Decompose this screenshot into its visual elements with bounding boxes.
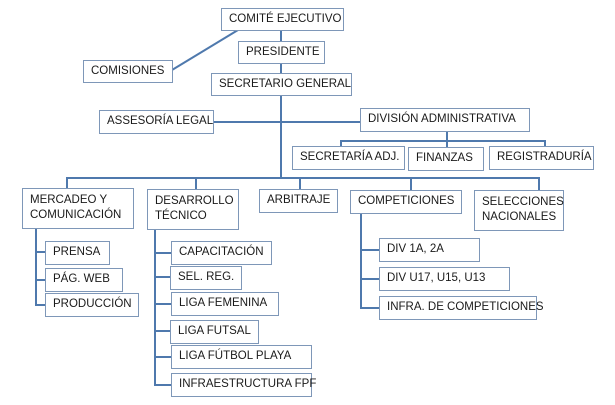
node-comisiones: COMISIONES — [83, 60, 173, 83]
node-selecciones-nacionales: SELECCIONES NACIONALES — [474, 190, 564, 231]
connector-level2-bus — [66, 177, 540, 190]
node-asesoria-legal: ASSESORÍA LEGAL — [99, 110, 214, 134]
node-competiciones: COMPETICIONES — [350, 190, 462, 214]
node-produccion: PRODUCCIÓN — [45, 293, 139, 317]
node-mercadeo-comunicacion: MERCADEO Y COMUNICACIÓN — [22, 188, 134, 229]
connector-comite-comisiones — [171, 29, 239, 71]
node-liga-futbol-playa: LIGA FÚTBOL PLAYA — [171, 345, 312, 369]
node-registraduria: REGISTRADURÍA — [489, 146, 594, 170]
connector-desarrollo-children — [154, 229, 172, 386]
node-desarrollo-tecnico: DESARROLLO TÉCNICO — [147, 189, 239, 230]
node-presidente: PRESIDENTE — [238, 41, 325, 64]
node-prensa: PRENSA — [45, 241, 110, 265]
node-division-administrativa: DIVISIÓN ADMINISTRATIVA — [360, 108, 530, 132]
node-liga-femenina: LIGA FEMENINA — [171, 292, 279, 316]
node-pag-web: PÁG. WEB — [45, 268, 123, 292]
connector-competiciones-children — [360, 214, 380, 309]
node-finanzas: FINANZAS — [408, 147, 484, 171]
node-secretaria-adj: SECRETARÍA ADJ. — [292, 146, 405, 170]
node-infra-competiciones: INFRA. DE COMPETICIONES — [379, 296, 544, 320]
node-arbitraje: ARBITRAJE — [259, 189, 338, 213]
node-capacitacion: CAPACITACIÓN — [171, 241, 272, 265]
node-secretario-general: SECRETARIO GENERAL — [211, 73, 352, 96]
connector-division-children — [340, 140, 546, 148]
node-div-1a-2a: DIV 1A, 2A — [379, 238, 480, 262]
node-infraestructura-fpf: INFRAESTRUCTURA FPF — [171, 373, 316, 397]
node-div-u17-u15-u13: DIV U17, U15, U13 — [379, 267, 510, 291]
connector-mercadeo-children — [35, 229, 46, 306]
node-liga-futsal: LIGA FUTSAL — [170, 320, 259, 344]
node-sel-reg: SEL. REG. — [170, 266, 242, 290]
node-comite-ejecutivo: COMITÉ EJECUTIVO — [221, 8, 344, 31]
